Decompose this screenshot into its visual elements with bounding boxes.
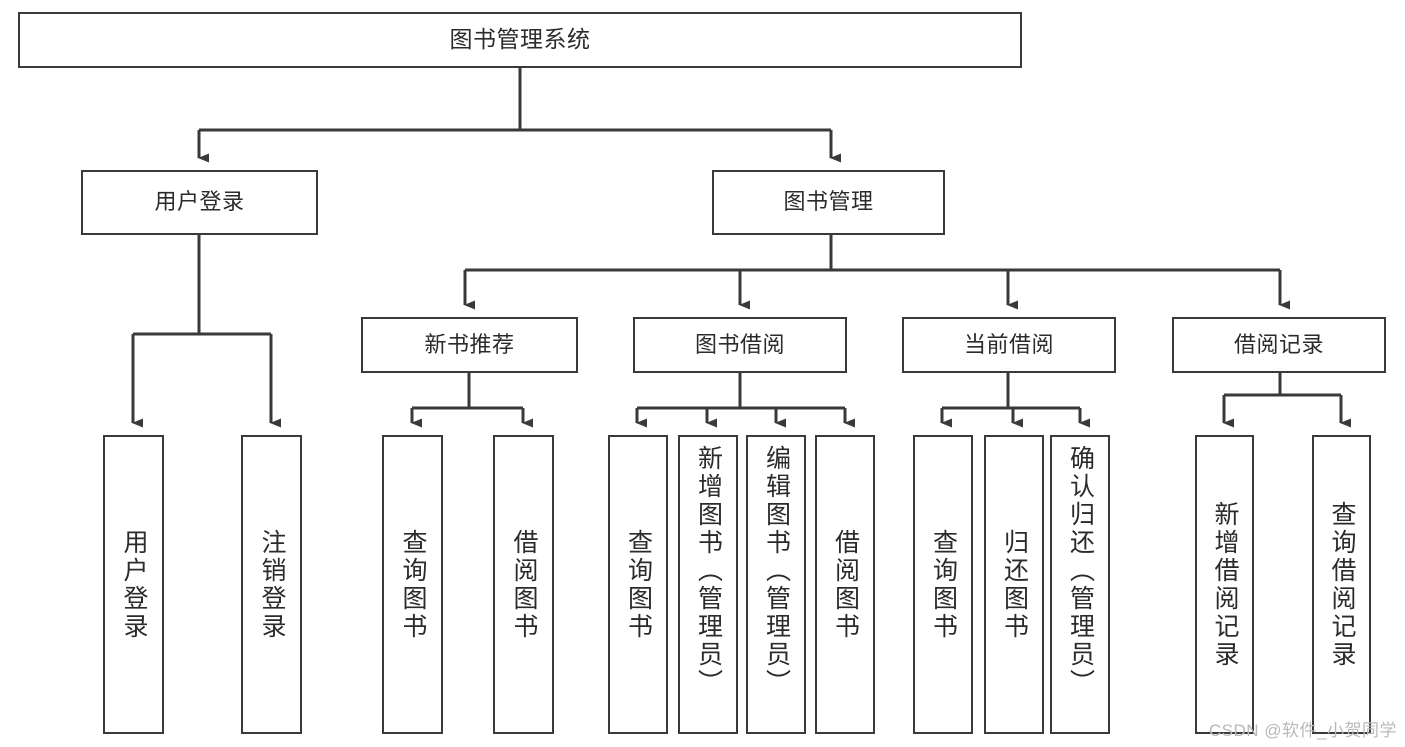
node-leaf-logout-login[interactable]: 注销登录 [241,435,302,734]
node-leaf-query-book-2-label: 查询图书 [624,528,653,641]
node-borrow-record-label: 借阅记录 [1233,331,1324,357]
node-leaf-add-book-admin-label: 新增图书（管理员） [694,445,723,697]
node-leaf-edit-book-admin-label: 编辑图书（管理员） [762,445,791,697]
node-book-borrow[interactable]: 图书借阅 [633,317,847,373]
node-leaf-confirm-return-admin[interactable]: 确认归还（管理员） [1050,435,1110,734]
node-book-manage[interactable]: 图书管理 [712,170,945,235]
node-leaf-borrow-book-2-label: 借阅图书 [831,528,860,641]
node-leaf-query-borrow-record-label: 查询借阅记录 [1328,500,1356,669]
node-book-manage-label: 图书管理 [783,189,874,215]
node-leaf-query-book-1-label: 查询图书 [399,528,427,641]
node-leaf-confirm-return-admin-label: 确认归还（管理员） [1066,445,1095,697]
csdn-watermark: CSDN @软件_小贺同学 [1208,721,1397,740]
node-leaf-borrow-book-2[interactable]: 借阅图书 [815,435,875,734]
node-book-borrow-label: 图书借阅 [694,331,785,357]
node-leaf-edit-book-admin[interactable]: 编辑图书（管理员） [746,435,806,734]
node-leaf-user-login-label: 用户登录 [120,528,148,641]
node-new-book-recommend-label: 新书推荐 [424,331,515,357]
node-current-borrow[interactable]: 当前借阅 [902,317,1116,373]
node-user-login[interactable]: 用户登录 [81,170,318,235]
node-borrow-record[interactable]: 借阅记录 [1172,317,1386,373]
node-current-borrow-label: 当前借阅 [963,331,1054,357]
node-leaf-add-borrow-record-label: 新增借阅记录 [1211,500,1239,669]
node-leaf-add-book-admin[interactable]: 新增图书（管理员） [678,435,738,734]
node-leaf-borrow-book-1-label: 借阅图书 [510,528,538,641]
node-root-label: 图书管理系统 [449,26,591,53]
node-leaf-return-book[interactable]: 归还图书 [984,435,1044,734]
node-leaf-return-book-label: 归还图书 [1000,528,1029,641]
node-new-book-recommend[interactable]: 新书推荐 [361,317,578,373]
node-leaf-borrow-book-1[interactable]: 借阅图书 [493,435,554,734]
node-root[interactable]: 图书管理系统 [18,12,1022,68]
node-leaf-user-login[interactable]: 用户登录 [103,435,164,734]
node-leaf-query-book-1[interactable]: 查询图书 [382,435,443,734]
node-leaf-query-book-3[interactable]: 查询图书 [913,435,973,734]
node-leaf-query-book-3-label: 查询图书 [929,528,958,641]
node-leaf-query-borrow-record[interactable]: 查询借阅记录 [1312,435,1371,734]
node-leaf-logout-login-label: 注销登录 [258,528,286,641]
node-leaf-add-borrow-record[interactable]: 新增借阅记录 [1195,435,1254,734]
node-leaf-query-book-2[interactable]: 查询图书 [608,435,668,734]
node-user-login-label: 用户登录 [154,189,245,215]
